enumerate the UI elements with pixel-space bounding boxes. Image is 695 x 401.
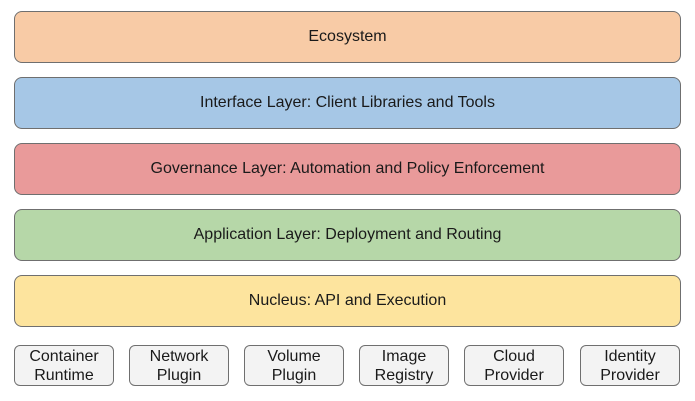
component-line1: Network: [149, 347, 209, 365]
component-container-runtime: Container Runtime: [14, 345, 114, 386]
component-line2: Plugin: [156, 366, 202, 384]
component-line1: Cloud: [493, 347, 535, 365]
component-identity-provider: Identity Provider: [580, 345, 680, 386]
layer-interface-label: Interface Layer: Client Libraries and To…: [200, 94, 495, 111]
component-line1: Image: [381, 347, 427, 365]
layer-governance-label: Governance Layer: Automation and Policy …: [150, 160, 545, 177]
layer-ecosystem-label: Ecosystem: [308, 28, 387, 45]
component-line2: Runtime: [34, 366, 94, 384]
component-line2: Provider: [600, 366, 660, 384]
component-volume-plugin: Volume Plugin: [244, 345, 344, 386]
component-image-registry: Image Registry: [359, 345, 449, 386]
layer-governance: Governance Layer: Automation and Policy …: [14, 143, 681, 195]
layer-application: Application Layer: Deployment and Routin…: [14, 209, 681, 261]
component-line2: Provider: [484, 366, 544, 384]
layer-nucleus: Nucleus: API and Execution: [14, 275, 681, 327]
component-cloud-provider: Cloud Provider: [464, 345, 564, 386]
component-line2: Plugin: [271, 366, 317, 384]
component-line2: Registry: [374, 366, 434, 384]
component-network-plugin: Network Plugin: [129, 345, 229, 386]
layer-ecosystem: Ecosystem: [14, 11, 681, 63]
layer-interface: Interface Layer: Client Libraries and To…: [14, 77, 681, 129]
layer-nucleus-label: Nucleus: API and Execution: [248, 292, 447, 309]
component-line1: Volume: [267, 347, 321, 365]
component-line1: Container: [29, 347, 99, 365]
layer-application-label: Application Layer: Deployment and Routin…: [193, 226, 502, 243]
component-line1: Identity: [604, 347, 656, 365]
